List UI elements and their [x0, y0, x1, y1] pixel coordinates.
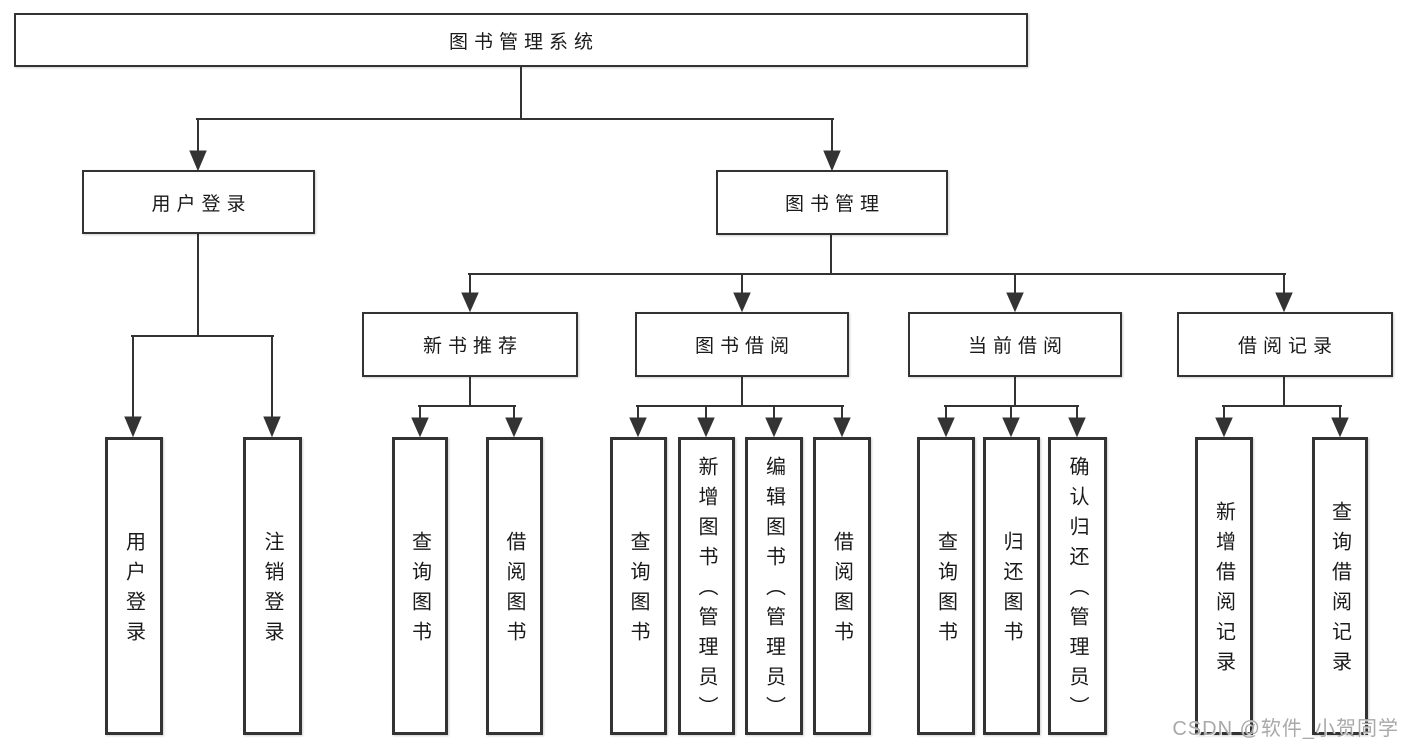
arrowhead-icon: [124, 416, 142, 438]
node-label: 图书管理系统: [448, 31, 599, 53]
node-label: 用户登录: [151, 193, 252, 215]
node-new-book-recommend: 新书推荐: [362, 312, 578, 377]
arrowhead-icon: [1002, 417, 1020, 438]
node-add-books-admin: 新增图书（管理员）: [678, 437, 735, 735]
arrowhead-icon: [1275, 292, 1293, 313]
node-label: 借阅图书: [830, 531, 853, 651]
node-label: 查询图书: [934, 531, 957, 651]
node-return-books: 归还图书: [983, 437, 1040, 735]
arrowhead-icon: [189, 150, 207, 172]
node-query-borrow-record: 查询借阅记录: [1312, 437, 1368, 735]
node-query-books: 查询图书: [917, 437, 975, 735]
node-label: 图书借阅: [694, 336, 795, 357]
connector-borrow-records-children: [1215, 376, 1349, 438]
node-label: 查询借阅记录: [1328, 501, 1351, 681]
node-label: 新增图书（管理员）: [695, 456, 717, 726]
connector-current-borrow-children: [937, 376, 1086, 438]
node-add-borrow-record: 新增借阅记录: [1195, 437, 1253, 735]
node-edit-books-admin: 编辑图书（管理员）: [745, 437, 803, 735]
arrowhead-icon: [629, 417, 647, 438]
node-user-login: 用户登录: [82, 170, 315, 234]
node-label: 编辑图书（管理员）: [762, 456, 785, 726]
node-label: 归还图书: [1000, 531, 1022, 651]
node-label: 确认归还（管理员）: [1066, 456, 1088, 726]
node-confirm-return-admin: 确认归还（管理员）: [1048, 437, 1107, 735]
node-label: 图书管理: [784, 194, 885, 215]
node-label: 查询图书: [627, 531, 649, 651]
arrowhead-icon: [697, 417, 715, 438]
node-current-borrow: 当前借阅: [908, 312, 1122, 377]
connector-new-book-children: [411, 376, 523, 438]
arrowhead-icon: [823, 150, 841, 172]
node-user-login-leaf: 用户登录: [105, 437, 163, 735]
node-label: 新增借阅记录: [1212, 501, 1235, 681]
node-borrow-books: 借阅图书: [486, 437, 543, 735]
node-label: 借阅图书: [503, 531, 525, 651]
arrowhead-icon: [1215, 417, 1233, 438]
arrowhead-icon: [1006, 292, 1024, 313]
node-label: 用户登录: [122, 531, 145, 651]
csdn-watermark: CSDN @软件_小贺同学: [1172, 718, 1399, 740]
arrowhead-icon: [1068, 417, 1086, 438]
arrowhead-icon: [505, 417, 523, 438]
node-label: 借阅记录: [1237, 336, 1338, 357]
node-borrow-records: 借阅记录: [1177, 312, 1393, 377]
node-query-books: 查询图书: [392, 437, 448, 735]
node-label: 查询图书: [408, 531, 431, 651]
node-query-books: 查询图书: [610, 437, 667, 735]
node-label: 注销登录: [261, 531, 283, 651]
node-logout: 注销登录: [243, 437, 302, 735]
connector-root-to-level2: [189, 66, 841, 172]
arrowhead-icon: [461, 292, 479, 313]
node-label: 新书推荐: [422, 336, 523, 357]
connector-book-management-children: [461, 234, 1293, 313]
node-root-library-system: 图书管理系统: [14, 13, 1028, 67]
arrowhead-icon: [263, 416, 281, 438]
node-label: 当前借阅: [967, 336, 1068, 357]
node-borrow-books: 借阅图书: [813, 437, 871, 735]
connector-user-login-children: [124, 232, 281, 438]
node-book-borrow: 图书借阅: [635, 312, 849, 377]
arrowhead-icon: [1331, 417, 1349, 438]
connector-book-borrow-children: [629, 376, 851, 438]
arrowhead-icon: [733, 292, 751, 313]
arrowhead-icon: [937, 417, 955, 438]
arrowhead-icon: [765, 417, 783, 438]
arrowhead-icon: [411, 417, 429, 438]
arrowhead-icon: [833, 417, 851, 438]
node-book-management: 图书管理: [716, 170, 948, 235]
